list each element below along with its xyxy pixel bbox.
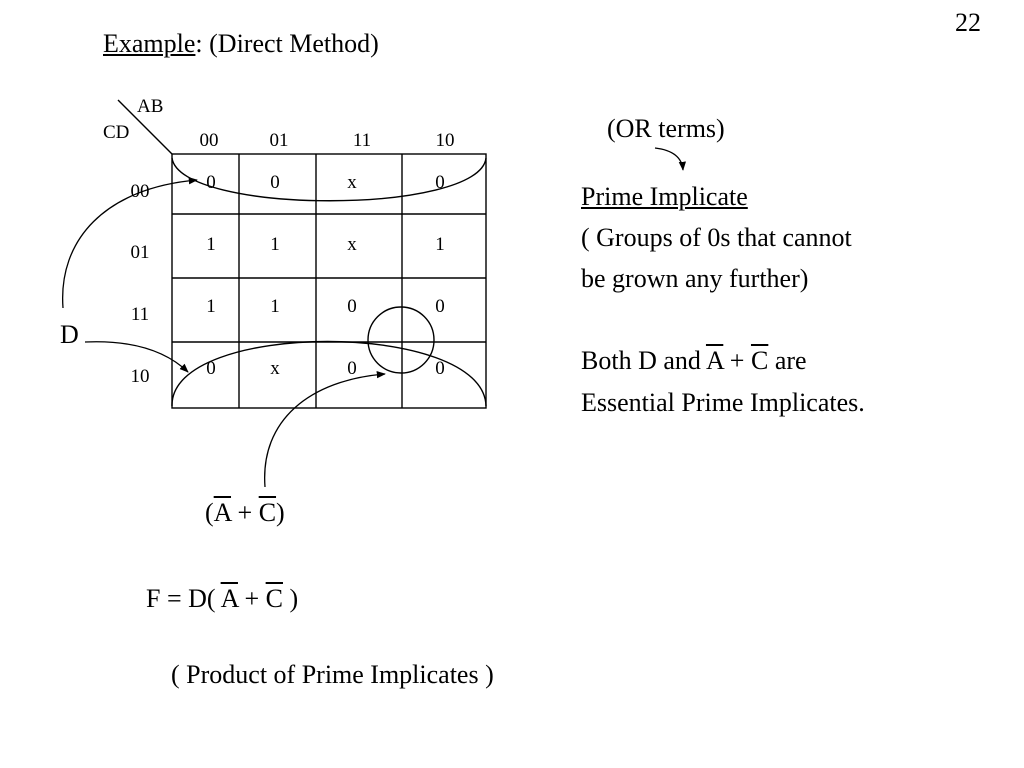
d-label: D [60, 320, 79, 349]
kmap-cell: 1 [206, 234, 216, 255]
kmap-cell: 1 [435, 234, 445, 255]
arrow-or-terms [654, 147, 686, 171]
formula-prefix: F = D( [146, 584, 221, 613]
product-caption: ( Product of Prime Implicates ) [171, 660, 494, 689]
group-plus: + [231, 498, 259, 527]
kmap-cell: 1 [206, 296, 216, 317]
kmap-cell: x [347, 172, 357, 193]
both-a-bar: A [705, 346, 724, 375]
title-rest: : (Direct Method) [195, 29, 379, 58]
both-c-bar: C [750, 346, 769, 375]
corner-diagonal [117, 99, 173, 155]
corner-group-circle [367, 306, 435, 374]
both-plus: + [723, 346, 751, 375]
kmap-cell: 0 [435, 296, 445, 317]
col-header-11: 11 [353, 130, 371, 151]
row-header-10: 10 [131, 366, 150, 387]
row-header-11: 11 [131, 304, 149, 325]
formula-plus: + [237, 584, 266, 613]
row-header-01: 01 [131, 242, 150, 263]
kmap-cell: x [347, 234, 357, 255]
cd-label: CD [103, 122, 129, 143]
prime-desc-line1: ( Groups of 0s that cannot [581, 223, 852, 252]
group-a-bar: A [213, 498, 232, 527]
group-a-plus-c-label: (A + C) [205, 500, 285, 526]
prime-desc-line2: be grown any further) [581, 264, 809, 293]
kmap-cell: 1 [270, 234, 280, 255]
arrow-group-label-to-circle [264, 371, 386, 488]
both-suffix: are [768, 346, 807, 375]
formula: F = D( A + C ) [146, 586, 298, 612]
group-close-paren: ) [276, 498, 285, 527]
formula-c-bar: C [265, 584, 283, 613]
slide-number: 22 [955, 8, 981, 37]
col-header-00: 00 [200, 130, 219, 151]
group-c-bar: C [258, 498, 277, 527]
kmap-cell: 1 [270, 296, 280, 317]
kmap-cell: 0 [435, 358, 445, 379]
kmap-cell: 0 [347, 358, 357, 379]
kmap-cell: 0 [270, 172, 280, 193]
col-header-10: 10 [436, 130, 455, 151]
group-open-paren: ( [205, 498, 214, 527]
kmap-cell: 0 [347, 296, 357, 317]
ab-label: AB [137, 96, 163, 117]
kmap-cell: 0 [435, 172, 445, 193]
row-header-00: 00 [131, 181, 150, 202]
both-line: Both D and A + C are [581, 348, 807, 374]
kmap-cell: 0 [206, 358, 216, 379]
formula-suffix: ) [282, 584, 299, 613]
prime-implicate-title: Prime Implicate [581, 182, 748, 211]
col-header-01: 01 [270, 130, 289, 151]
essential-line: Essential Prime Implicates. [581, 388, 865, 417]
title-example-word: Example [103, 29, 196, 58]
arrow-d-to-bottom-group [84, 341, 189, 373]
kmap-cell: x [270, 358, 280, 379]
formula-a-bar: A [220, 584, 238, 613]
both-prefix: Both D and [581, 346, 706, 375]
or-terms-label: (OR terms) [607, 114, 725, 143]
page-title: Example: (Direct Method) [103, 31, 379, 57]
arrow-to-top-group [62, 177, 198, 309]
kmap-cell: 0 [206, 172, 216, 193]
bottom-row-group-loop [171, 340, 487, 407]
